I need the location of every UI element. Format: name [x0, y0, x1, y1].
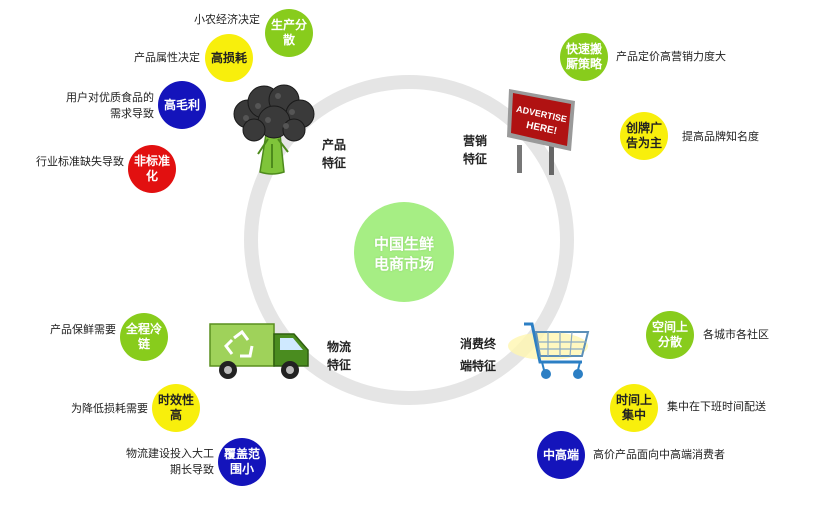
- tag-non-standard: 非标准化: [128, 145, 176, 193]
- desc-spatially-dispersed: 各城市各社区: [703, 328, 769, 341]
- desc-small-coverage: 物流建设投入大工期长导致: [126, 447, 214, 476]
- marketing-category-line2: 特征: [463, 152, 488, 166]
- consumer-category-line2: 端特征: [460, 359, 497, 373]
- tag-spatially-dispersed: 空间上分散: [646, 311, 694, 359]
- logistics-category-label: 物流 特征: [327, 338, 351, 374]
- tag-fast-strategy: 快速搬厮策略: [560, 33, 608, 81]
- center-title: 中国生鲜 电商市场: [354, 234, 454, 274]
- product-category-line1: 产品: [322, 138, 347, 152]
- product-category-line2: 特征: [322, 156, 347, 170]
- tag-high-margin: 高毛利: [158, 81, 206, 129]
- tag-mid-high-end: 中高端: [537, 431, 585, 479]
- desc-cold-chain: 产品保鲜需要: [50, 323, 116, 336]
- tag-small-coverage: 覆盖范围小: [218, 438, 266, 486]
- marketing-category-line1: 营销: [463, 134, 488, 148]
- logistics-category-line1: 物流: [327, 340, 352, 354]
- center-title-line1: 中国生鲜: [373, 235, 434, 253]
- desc-time-concentrated: 集中在下班时间配送: [667, 400, 766, 413]
- tag-high-timeliness: 时效性高: [152, 384, 200, 432]
- tag-cold-chain: 全程冷链: [120, 313, 168, 361]
- shopping-cart-icon: [508, 318, 594, 388]
- desc-mid-high-end: 高价产品面向中高端消费者: [593, 448, 725, 461]
- truck-recycle-icon: [208, 320, 314, 382]
- product-category-label: 产品 特征: [322, 136, 346, 172]
- tag-brand-ads: 创牌广告为主: [620, 112, 668, 160]
- broccoli-icon: [228, 84, 318, 178]
- logistics-category-line2: 特征: [327, 358, 352, 372]
- desc-brand-ads: 提高品牌知名度: [682, 130, 759, 143]
- tag-high-loss: 高损耗: [205, 34, 253, 82]
- desc-high-timeliness: 为降低损耗需要: [71, 402, 148, 415]
- consumer-category-label: 消费终 端特征: [460, 333, 496, 377]
- tag-production-dispersed: 生产分散: [265, 9, 313, 57]
- billboard-icon: ADVERTISE HERE!: [505, 85, 579, 177]
- consumer-category-line1: 消费终: [460, 337, 497, 351]
- center-title-line2: 电商市场: [373, 255, 434, 273]
- center-circle: 中国生鲜 电商市场: [354, 202, 454, 302]
- desc-high-loss: 产品属性决定: [134, 51, 200, 64]
- desc-non-standard: 行业标准缺失导致: [36, 155, 124, 168]
- tag-time-concentrated: 时间上集中: [610, 384, 658, 432]
- desc-fast-strategy: 产品定价高营销力度大: [616, 50, 726, 63]
- desc-production-dispersed: 小农经济决定: [194, 13, 260, 26]
- marketing-category-label: 营销 特征: [463, 132, 487, 168]
- desc-high-margin: 用户对优质食品的需求导致: [66, 91, 154, 120]
